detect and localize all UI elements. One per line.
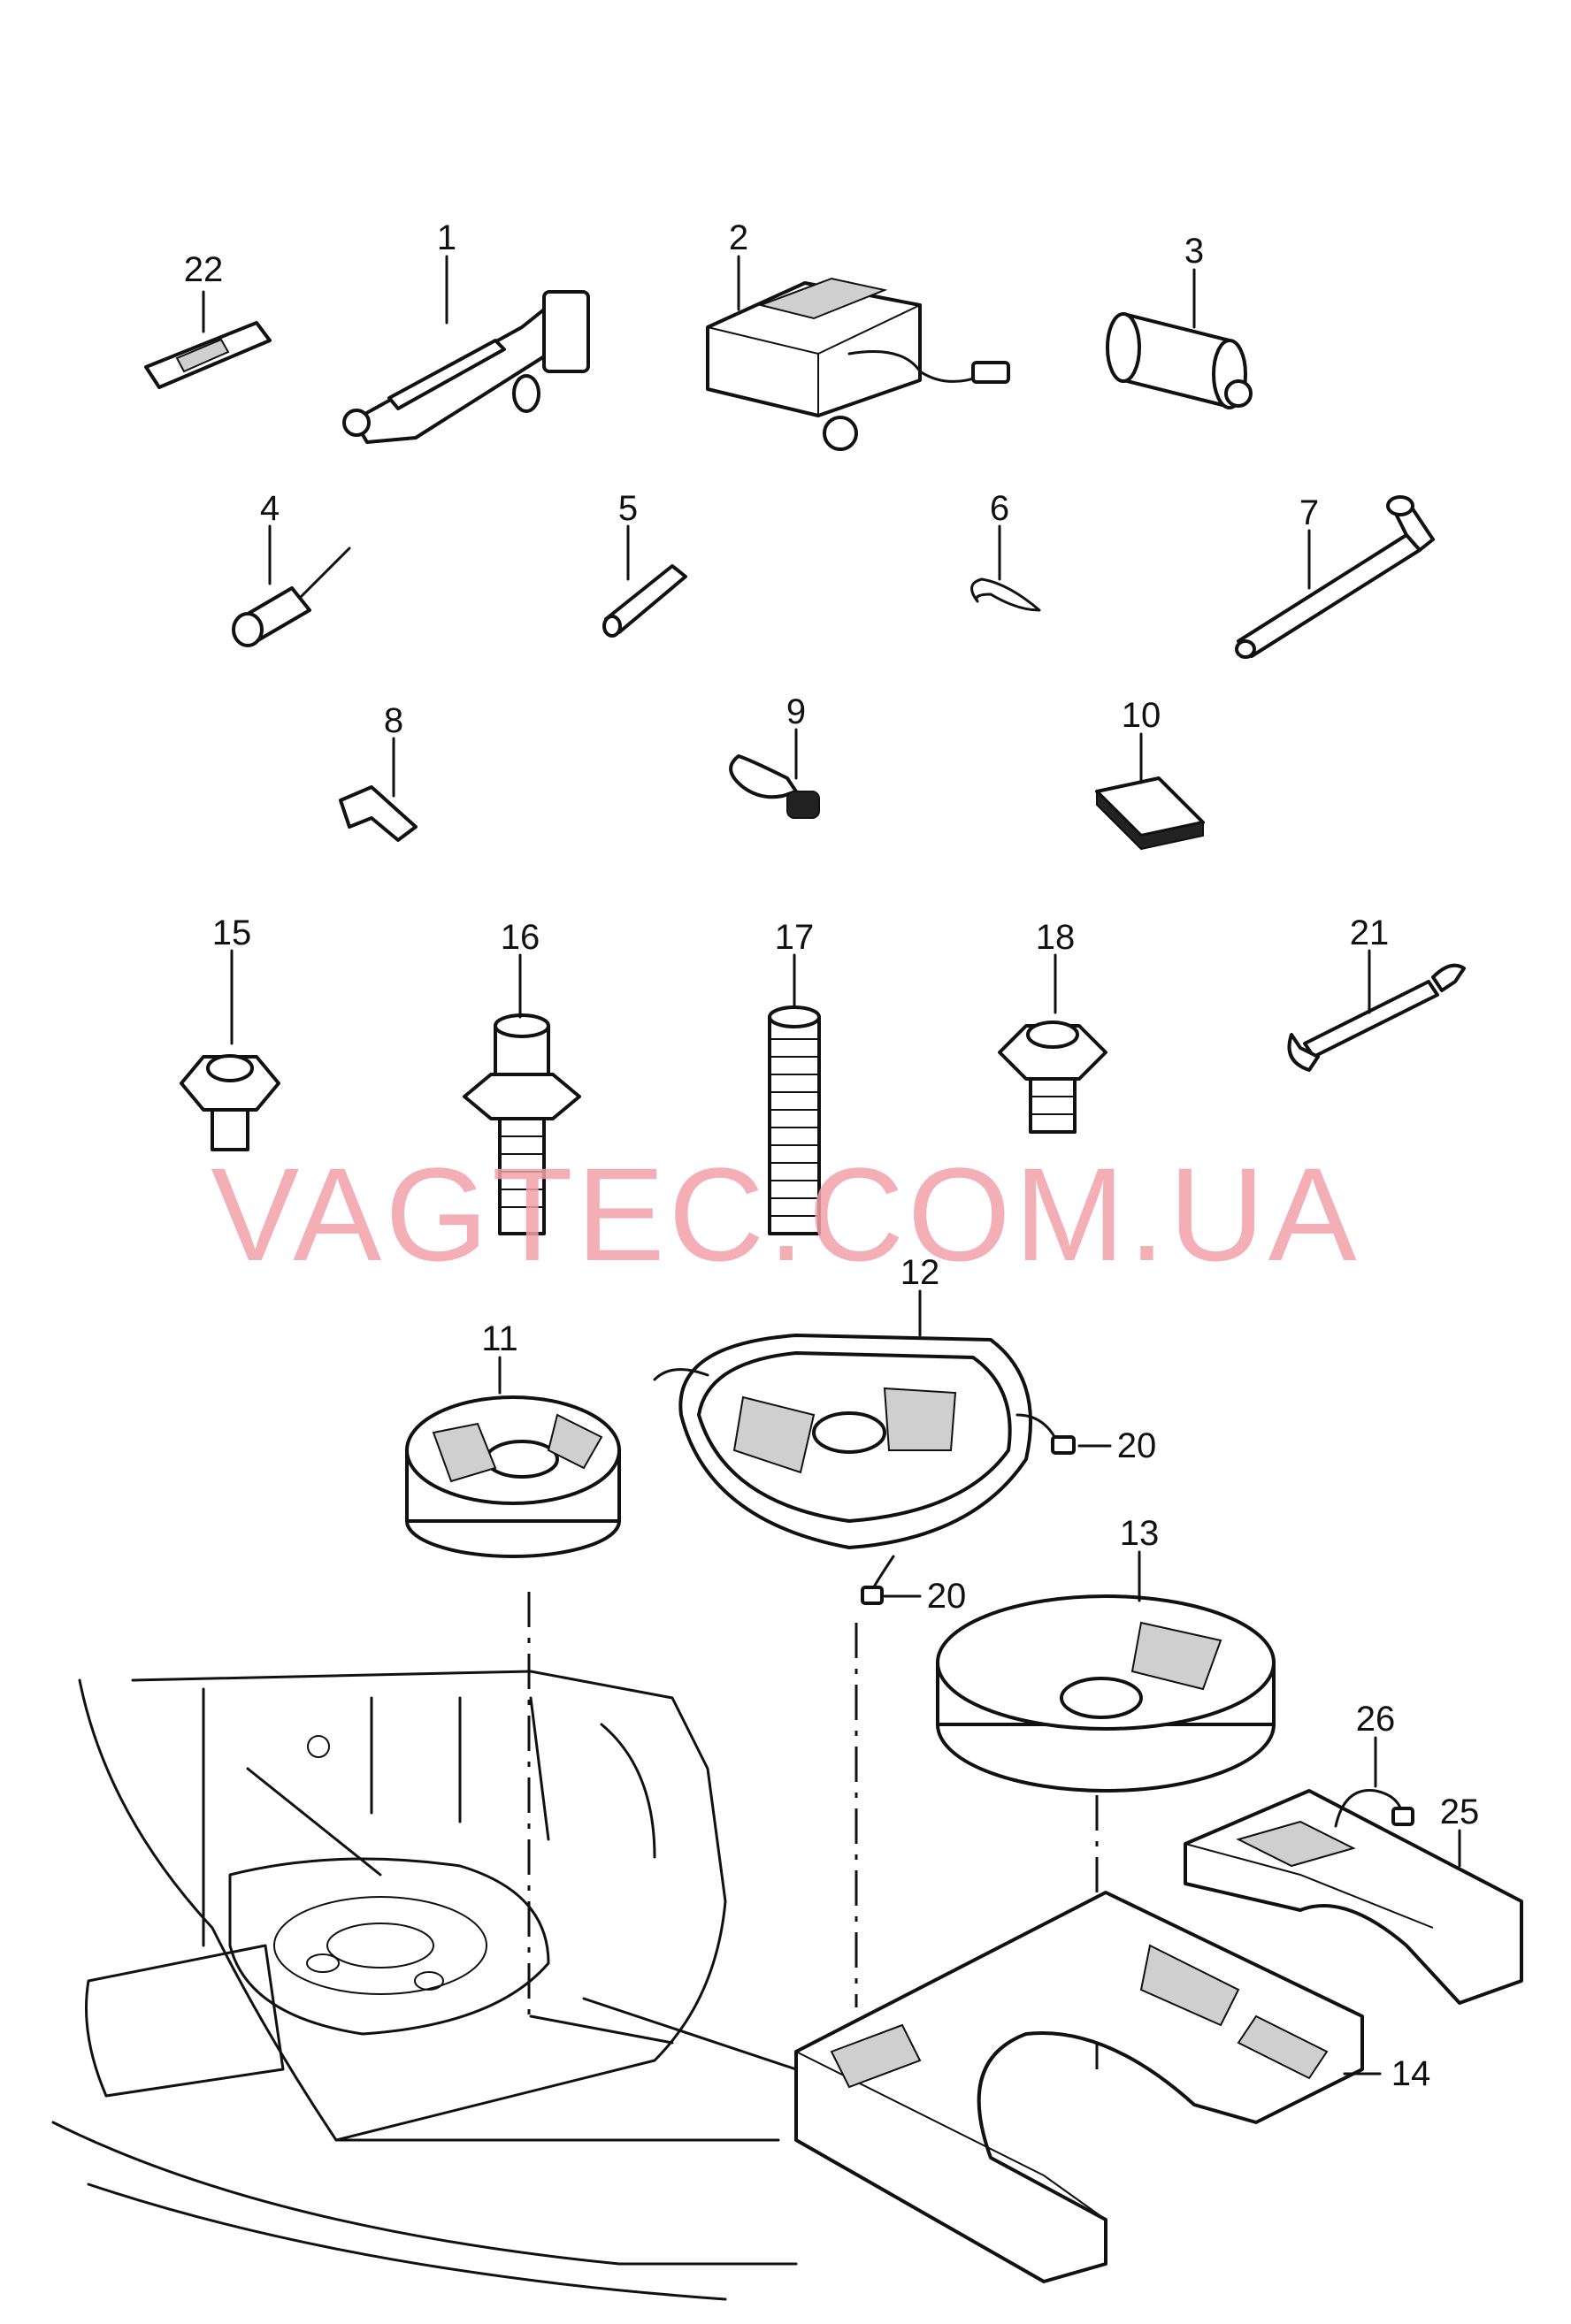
watermark-text: VAGTEC.COM.UA: [211, 1140, 1360, 1288]
callout-8: 8: [384, 701, 403, 740]
callout-26: 26: [1356, 1700, 1396, 1739]
callout-11: 11: [481, 1319, 518, 1358]
part-21-open-end-wrench: [1287, 949, 1466, 1072]
part-15-retaining-bolt: [180, 949, 280, 1151]
callout-25: 25: [1440, 1793, 1480, 1831]
callout-20-upper: 20: [1117, 1426, 1157, 1465]
part-4-screwdriver: [232, 524, 351, 647]
callout-10: 10: [1122, 696, 1161, 735]
callout-17: 17: [775, 918, 815, 957]
part-18-retaining-bolt: [998, 953, 1107, 1134]
part-1-car-jack: [342, 255, 590, 444]
part-22-label-sticker: [144, 290, 272, 389]
callout-14: 14: [1391, 2054, 1431, 2093]
part-5-towing-eye-pin: [602, 524, 687, 638]
callout-12: 12: [900, 1253, 940, 1292]
part-13-foam-insert: [936, 1550, 1276, 1793]
callout-9: 9: [786, 692, 806, 731]
part-7-wheel-wrench: [1235, 495, 1435, 659]
part-14-luggage-tray-insert: [794, 1891, 1382, 2283]
callout-2: 2: [729, 218, 748, 257]
part-16-retaining-bolt: [463, 953, 581, 1235]
part-11-round-tool-holder: [405, 1356, 621, 1558]
callout-1: 1: [437, 218, 456, 257]
part-9-towing-eye: [729, 728, 820, 819]
part-25-side-tray: [1184, 1736, 1523, 2005]
part-10-gloves-pack: [1095, 732, 1205, 851]
callout-21: 21: [1350, 914, 1390, 952]
callout-3: 3: [1184, 232, 1204, 271]
callout-6: 6: [990, 489, 1009, 528]
part-8-hook-tool: [339, 737, 418, 842]
callout-22: 22: [184, 250, 224, 289]
callout-4: 4: [260, 489, 280, 528]
part-2-tire-compressor: [706, 255, 1010, 451]
callout-13: 13: [1120, 1514, 1160, 1553]
part-12-spare-wheel-insert: [653, 1289, 1112, 1605]
part-6-spring-clip: [970, 524, 1041, 612]
callout-5: 5: [618, 489, 638, 528]
callout-7: 7: [1299, 493, 1319, 532]
callout-15: 15: [212, 914, 252, 952]
part-3-sealant-bottle: [1106, 268, 1253, 409]
vehicle-trunk-outline: [51, 1670, 798, 2301]
callout-18: 18: [1036, 918, 1076, 957]
callout-16: 16: [501, 918, 540, 957]
callout-20-lower: 20: [927, 1577, 967, 1616]
part-17-threaded-rod: [768, 953, 821, 1235]
